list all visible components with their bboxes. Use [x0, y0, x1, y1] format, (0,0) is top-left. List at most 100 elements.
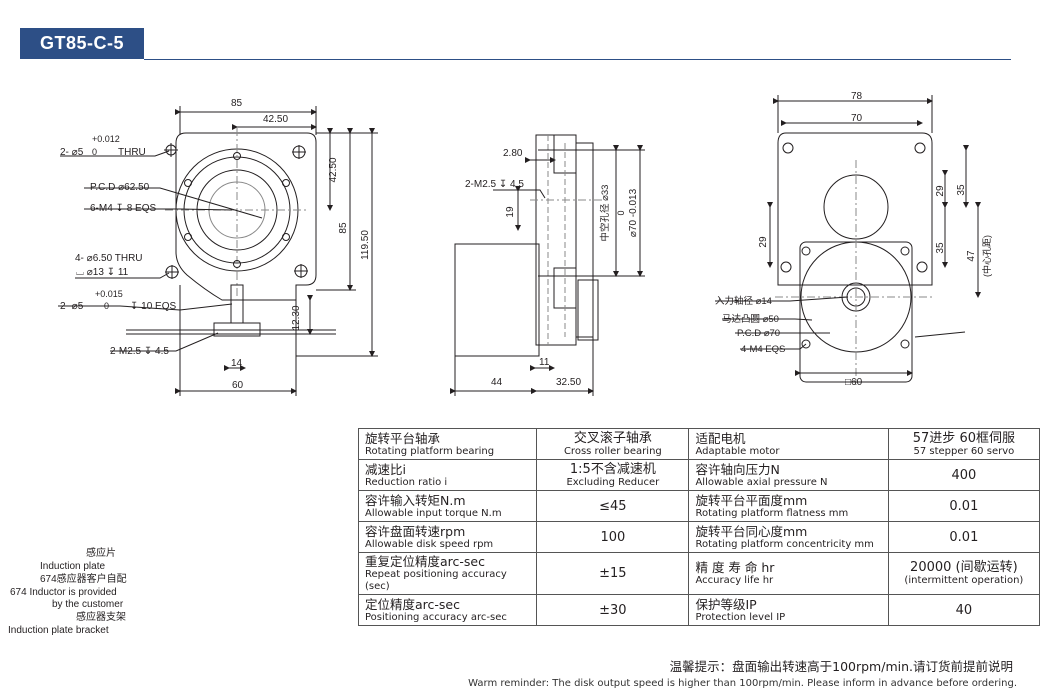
- spec-value-right-zh: 0.01: [949, 498, 979, 514]
- spec-label-right-zh: 旋转平台平面度mm: [695, 492, 808, 508]
- spec-label-left-en: Positioning accuracy arc-sec: [365, 611, 507, 623]
- spec-label-left-zh: 容许输入转矩N.m: [365, 492, 466, 508]
- dim-29-top: 29: [935, 185, 946, 197]
- spec-value-left-zh: 1:5不含减速机: [569, 461, 656, 477]
- spec-label-left-zh: 定位精度arc-sec: [365, 596, 460, 612]
- hole4-label-b: ⌴ ⌀13 ↧ 11: [76, 267, 129, 278]
- dim-12-30: 12.30: [291, 305, 302, 330]
- reminder-en: Warm reminder: The disk output speed is …: [468, 678, 1017, 689]
- m25-front-label: 2-M2.5 ↧ 4.5: [110, 346, 169, 357]
- spec-label-right-zh: 保护等级IP: [695, 596, 757, 612]
- bore-tol-low: ⌀70 -0.013: [628, 188, 639, 237]
- spec-value-left: ±15: [536, 552, 690, 595]
- hole4-label-a: 4- ⌀6.50 THRU: [75, 253, 143, 264]
- hole2-eqs: ↧ 10 EQS: [130, 301, 177, 312]
- iso-label-plate-zh: 感应片: [86, 546, 116, 559]
- dim-85-top: 85: [231, 98, 243, 109]
- spec-label-right-en: Accuracy life hr: [695, 575, 774, 586]
- spec-value-left-zh: 交叉滚子轴承: [573, 430, 652, 446]
- hole2-tol-low: 0: [104, 301, 109, 311]
- dim-119-50: 119.50: [360, 230, 371, 260]
- technical-drawing: 85 42.50 42.50 85 119.50 12.30 14 60 2- …: [58, 91, 992, 396]
- spec-label-right-en: Rotating platform flatness mm: [695, 507, 849, 519]
- spec-label-left-zh: 容许盘面转速rpm: [365, 523, 466, 539]
- hole2-tol-up: +0.015: [95, 289, 123, 299]
- spec-value-right-en: (intermittent operation): [904, 575, 1024, 586]
- iso-label-plate-en: Induction plate: [40, 561, 105, 572]
- spec-value-right-zh: 20000 (间歇运转): [910, 560, 1018, 575]
- dim-14: 14: [231, 358, 243, 369]
- dim-78: 78: [851, 91, 863, 102]
- spec-label-left-zh: 减速比i: [365, 461, 406, 477]
- dim-60: 60: [232, 380, 244, 391]
- spec-value-left-zh: ≤45: [599, 498, 627, 514]
- spec-label-right-en: Allowable axial pressure N: [695, 476, 828, 488]
- spec-label-left-en: Allowable input torque N.m: [365, 507, 502, 519]
- dim-35-top: 35: [956, 184, 967, 196]
- spec-value-right: 40: [887, 594, 1041, 626]
- spec-label-left-zh: 旋转平台轴承: [365, 430, 441, 446]
- spec-label-right-zh: 精 度 寿 命 hr: [695, 560, 775, 575]
- spec-label-left-en: Repeat positioning accuracy (sec): [365, 569, 507, 592]
- center-distance-label: (中心孔距): [981, 235, 992, 277]
- spec-label-right-en: Protection level IP: [695, 611, 786, 623]
- motor-m4-label: 4-M4 EQS: [741, 344, 785, 355]
- motor-view: [715, 95, 981, 385]
- iso-label-customer-en: by the customer: [52, 599, 124, 610]
- spec-value-right-zh: 0.01: [949, 529, 979, 545]
- spec-value-left: ±30: [536, 594, 690, 626]
- spec-value-left: ≤45: [536, 490, 690, 522]
- iso-label-inductor-zh: 674感应器客户自配: [40, 572, 127, 585]
- spec-value-left: 100: [536, 521, 690, 553]
- boss-dia-label: 马达凸圆 ⌀50: [722, 313, 779, 325]
- spec-value-right: 20000 (间歇运转)(intermittent operation): [887, 552, 1041, 595]
- iso-label-bracket-zh: 感应器支架: [76, 610, 126, 623]
- reminder-zh: 温馨提示：盘面输出转速高于100rpm/min.请订货前提前说明: [669, 659, 1013, 674]
- dim-square-60: □60: [845, 377, 863, 388]
- spec-value-right: 400: [887, 459, 1041, 491]
- dim-19: 19: [505, 206, 516, 218]
- spec-value-left-en: Excluding Reducer: [566, 476, 660, 488]
- spec-value-left-zh: ±30: [599, 602, 627, 618]
- spec-value-right-en: 57 stepper 60 servo: [913, 445, 1015, 457]
- hole2-label: 2- ⌀5: [60, 301, 84, 312]
- spec-label-right-zh: 旋转平台同心度mm: [695, 523, 808, 539]
- side-view: [450, 134, 645, 396]
- dim-42-50-top: 42.50: [263, 114, 288, 125]
- dim-2-80: 2.80: [503, 148, 523, 159]
- dim-29-left: 29: [758, 236, 769, 248]
- dim-85-side: 85: [338, 222, 349, 234]
- iso-label-bracket-en: Induction plate bracket: [8, 625, 109, 636]
- dim-44: 44: [491, 377, 503, 388]
- front-view: [58, 106, 378, 396]
- hole1-tol-up: +0.012: [92, 134, 120, 144]
- spec-label-right-zh: 适配电机: [695, 430, 746, 446]
- spec-value-right-zh: 400: [951, 467, 977, 483]
- spec-value-right: 0.01: [887, 521, 1041, 553]
- shaft-dia-label: 入力轴径 ⌀14: [715, 295, 772, 307]
- dim-32-50: 32.50: [556, 377, 581, 388]
- model-title: GT85-C-5: [20, 28, 144, 59]
- dim-11: 11: [539, 357, 550, 368]
- m4-label: 6-M4 ↧ 8 EQS: [90, 203, 157, 214]
- dim-70: 70: [851, 113, 863, 124]
- spec-value-right: 0.01: [887, 490, 1041, 522]
- spec-value-left-zh: ±15: [599, 566, 627, 581]
- spec-value-right-zh: 40: [955, 602, 973, 618]
- motor-pcd-label: P.C.D ⌀70: [737, 328, 780, 339]
- iso-label-inductor-en: 674 Inductor is provided: [10, 587, 117, 598]
